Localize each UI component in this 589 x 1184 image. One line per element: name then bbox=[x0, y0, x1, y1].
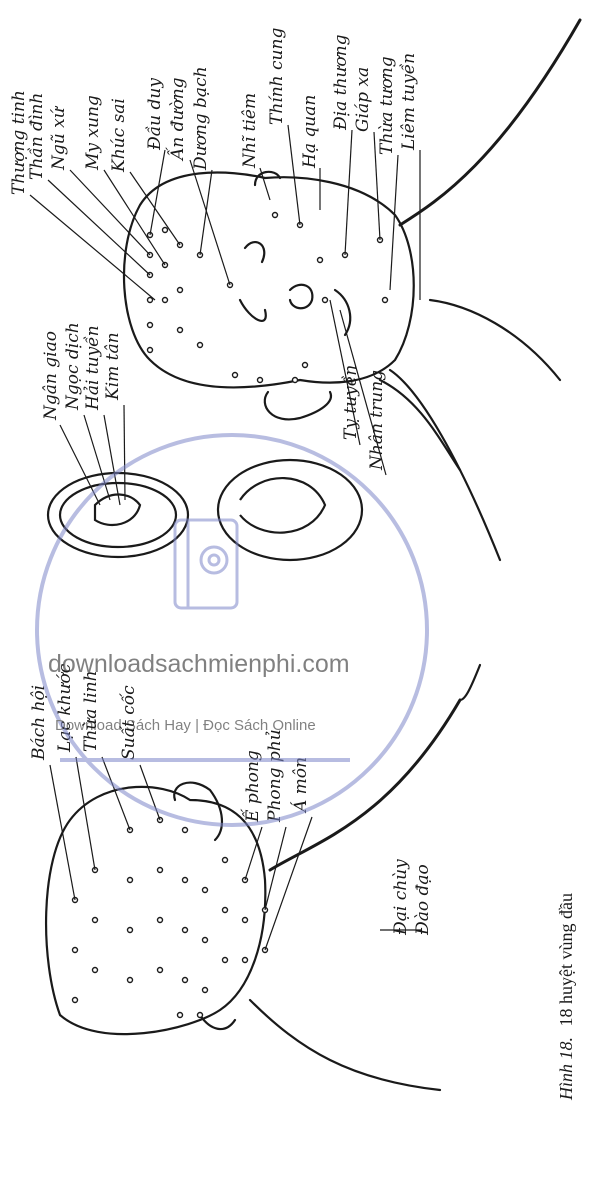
label-dau-duy: Đầu duy bbox=[145, 78, 165, 151]
label-an-duong: Ấn đường bbox=[165, 77, 188, 162]
mouth-interior-figure bbox=[48, 460, 362, 560]
label-giap-xa: Giáp xa bbox=[353, 67, 373, 132]
watermark-tagline: Download Sách Hay | Đọc Sách Online bbox=[55, 717, 316, 734]
front-acupoint-dots bbox=[148, 213, 388, 383]
label-a-mon: Á môn bbox=[290, 757, 311, 814]
label-thinh-cung: Thính cung bbox=[267, 28, 287, 125]
label-duong-bach: Dương bạch bbox=[191, 66, 211, 171]
label-thuong-tinh: Thượng tinh bbox=[9, 90, 29, 195]
label-liem-tuyen: Liêm tuyền bbox=[399, 53, 419, 151]
label-than-dinh: Thần đình bbox=[27, 93, 47, 180]
watermark-site: downloadsachmienphi.com bbox=[48, 650, 350, 678]
front-leader-lines bbox=[30, 125, 420, 505]
caption-figure-number: Hình 18. bbox=[556, 1037, 576, 1101]
book-icon bbox=[175, 520, 237, 608]
front-labels: Thượng tinh Thần đình Ngũ xứ My xung Khú… bbox=[9, 28, 419, 471]
label-ngan-giao: Ngân giao bbox=[41, 331, 61, 421]
watermark: downloadsachmienphi.com Download Sách Ha… bbox=[37, 435, 427, 825]
label-thua-linh: Thừa linh bbox=[81, 670, 101, 752]
label-dai-chuy: Đại chùy bbox=[391, 859, 411, 936]
label-khuc-sai: Khúc sai bbox=[109, 98, 129, 173]
watermark-ring bbox=[37, 435, 427, 825]
label-kim-tan: Kim tân bbox=[103, 332, 123, 401]
figure-caption: Hình 18. 18 huyệt vùng đầu bbox=[556, 893, 576, 1101]
back-labels: Bách hội Lạc khước Thừa linh Suất cốc Ế … bbox=[29, 663, 433, 936]
label-ngu-xu: Ngũ xứ bbox=[49, 105, 69, 171]
caption-text: 18 huyệt vùng đầu bbox=[556, 893, 576, 1026]
label-my-xung: My xung bbox=[83, 95, 103, 171]
label-hai-tuyen: Hải tuyền bbox=[83, 325, 103, 411]
label-phong-phu: Phong phủ bbox=[265, 729, 285, 823]
label-nhi-tiem: Nhĩ tiêm bbox=[240, 93, 260, 169]
label-thua-tuong: Thừa tương bbox=[377, 56, 397, 155]
label-nhan-trung: Nhân trung bbox=[367, 370, 387, 471]
svg-text:Hình 18. 18 huyệt vùng đ: Hình 18. 18 huyệt vùng đầu bbox=[556, 893, 576, 1101]
label-ha-quan: Hạ quan bbox=[300, 95, 320, 169]
back-leader-lines bbox=[50, 757, 422, 950]
label-dao-dao: Đào đạo bbox=[413, 864, 433, 936]
label-bach-hoi: Bách hội bbox=[29, 685, 49, 761]
label-ngoc-dich: Ngọc dịch bbox=[63, 322, 83, 411]
label-dia-thuong: Địa thương bbox=[331, 34, 351, 131]
back-acupoint-dots bbox=[73, 818, 268, 1018]
